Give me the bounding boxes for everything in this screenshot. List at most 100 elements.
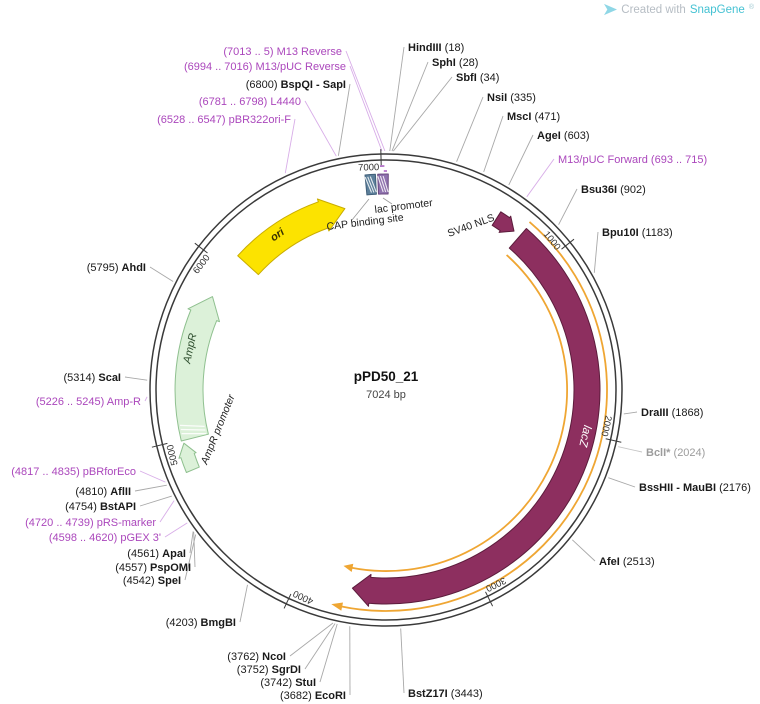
site-label-bpu10i: Bpu10I (1183) [602,227,673,239]
site-label-bmgbi: (4203) BmgBI [166,617,236,629]
tick-mark-1000 [561,238,575,250]
site-label-bsshii-maubi: BssHII - MauBI (2176) [639,482,751,494]
site-label-pbr322ori-f: (6528 .. 6547) pBR322ori-F [157,114,291,126]
inner-orange-arc-arrowhead [343,563,354,572]
leader-line-bcli [618,446,643,453]
feature-ampr-hatch [180,428,206,431]
feature-label-lac-promoter: lac promoter [374,197,434,216]
site-label-m13-puc-forward: M13/pUC Forward (693 .. 715) [558,154,707,166]
outer-orange-arc-arrowhead [331,602,343,611]
leader-line-pgex-3 [164,522,188,538]
feature-label-lacz: lacZ [576,424,593,449]
feature-ampr-hatch [179,424,205,428]
features [174,173,601,607]
leader-line-bsu36i [558,188,578,225]
tick-mark-6000 [194,242,208,254]
feature-lac-promoter-stripe [377,176,384,193]
site-label-stui: (3742) StuI [260,677,316,689]
leader-line-msci [483,115,504,173]
site-label-l4440: (6781 .. 6798) L4440 [199,96,301,108]
site-label-spei: (4542) SpeI [123,575,181,587]
leader-line-apai [189,531,194,554]
leader-line-sgrdi [304,623,336,670]
leader-line-amp-r [144,396,148,402]
backbone-ring [149,153,623,627]
leader-line-sbfi [392,76,453,152]
site-label-msci: MscI (471) [507,111,560,123]
tick-label-2000: 2000 [598,414,613,437]
primer-marks [379,165,388,172]
site-label-m13-puc-reverse: (6994 .. 7016) M13/pUC Reverse [184,61,346,73]
feature-ori [237,198,346,276]
watermark-reg: ® [748,4,754,11]
feature-cap-binding-site-stripe [367,176,375,193]
site-label-bstapi: (4754) BstAPI [65,501,136,513]
watermark-brand: SnapGene [689,3,745,16]
plasmid-name: pPD50_21 [354,369,419,384]
site-label-pgex-3: (4598 .. 4620) pGEX 3' [49,532,161,544]
site-label-apai: (4561) ApaI [127,548,186,560]
leader-line-m13-reverse [345,50,386,152]
leader-line-l4440 [304,100,337,157]
site-label-ecori: (3682) EcoRI [280,690,346,702]
site-label-scai: (5314) ScaI [64,372,122,384]
leader-line-stui [319,623,338,683]
feature-lacz [351,228,601,607]
leader-line-ncoi [289,622,334,657]
watermark: Created with SnapGene ® [604,3,754,16]
plasmid-size: 7024 bp [366,389,406,401]
leader-line-draiii [623,411,638,415]
snapgene-logo-icon [604,3,618,16]
leader-line-sphi [391,61,429,152]
plasmid-title: pPD50_21 7024 bp [354,369,419,401]
feature-sv40-nls [491,211,515,233]
leader-line-bstz17i [400,628,405,694]
outer-orange-arc [340,221,608,612]
site-label-m13-reverse: (7013 .. 5) M13 Reverse [223,46,342,58]
site-label-sgrdi: (3752) SgrDI [237,664,301,676]
watermark-text: Created with [621,3,686,16]
site-label-aflii: (4810) AflII [75,486,131,498]
leader-line-pbrforeco [139,470,166,483]
leader-line-pspomi [193,531,196,568]
site-label-prs-marker: (4720 .. 4739) pRS-marker [25,517,156,529]
leader-line-scai [124,376,148,381]
site-label-ncoi: (3762) NcoI [227,651,286,663]
site-label-bcli: BclI* (2024) [646,447,705,459]
site-label-afei: AfeI (2513) [599,556,655,568]
tick-mark-2000 [605,438,622,443]
leader-line-m13-puc-reverse [349,65,383,152]
leader-line-agei [508,134,534,186]
tick-label-7000: 7000 [358,162,379,173]
feature-lac-promoter-stripe [382,175,389,193]
inner-orange-arc [350,254,568,572]
leader-line-nsii [456,96,484,162]
annotation-arcs [331,221,608,612]
tick-label-4000: 4000 [291,588,315,607]
leader-line-ahdi [149,266,174,282]
site-label-ahdi: (5795) AhdI [87,262,146,274]
tick-mark-5000 [151,442,168,448]
leader-lines [124,46,643,696]
site-label-bstz17i: BstZ17I (3443) [408,688,483,700]
leader-line-m13-puc-forward [526,158,555,198]
leader-line-pbr322ori-f [284,118,296,174]
feature-cap-binding-site-stripe [369,176,377,193]
site-label-sphi: SphI (28) [432,57,478,69]
leader-line-hindiii [389,46,405,152]
site-label-bsu36i: Bsu36I (902) [581,184,646,196]
site-label-pspomi: (4557) PspOMI [115,562,191,574]
tick-label-6000: 6000 [191,253,213,276]
feature-cap-binding-site-stripe [364,176,373,193]
leader-line-bspqi-sapi [337,83,351,156]
site-label-hindiii: HindIII (18) [408,42,464,54]
site-label-bspqi-sapi: (6800) BspQI - SapI [246,79,346,91]
tick-mark-3000 [485,591,494,607]
leader-line-aflii [134,484,167,492]
feature-lac-promoter-stripe [379,175,387,193]
site-label-agei: AgeI (603) [537,130,590,142]
feature-ampr [174,296,220,442]
backbone-inner-circle [155,159,617,621]
